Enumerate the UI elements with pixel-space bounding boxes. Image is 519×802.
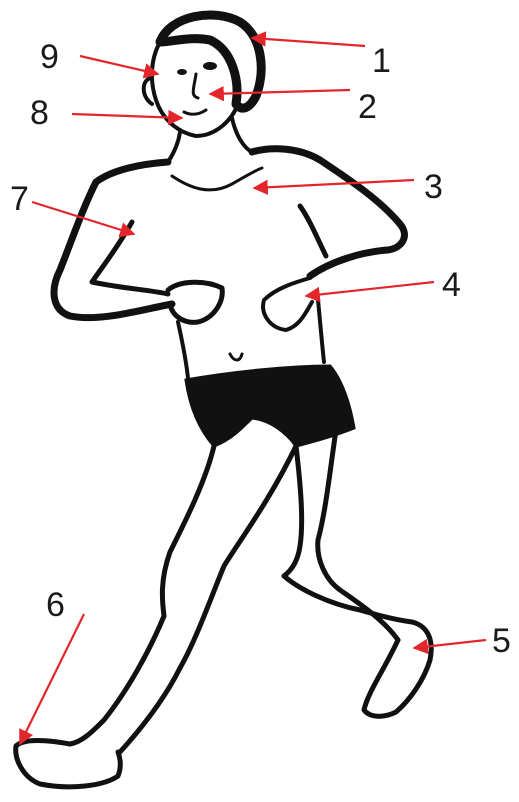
collar (172, 168, 262, 190)
neck (168, 132, 180, 162)
nose (193, 74, 198, 98)
eye-right (203, 62, 217, 70)
label-3: 3 (424, 168, 443, 206)
rear-shin (284, 576, 412, 622)
eye-left (177, 69, 187, 75)
neck-right (232, 118, 252, 152)
label-2: 2 (358, 88, 377, 126)
front-thigh-inner (180, 446, 296, 668)
label-8: 8 (30, 94, 49, 132)
label-9: 9 (40, 38, 59, 76)
navel (230, 354, 242, 360)
arrow-4 (306, 282, 434, 296)
arrow-3 (254, 180, 414, 188)
runner-figure (16, 15, 431, 787)
torso-left (54, 162, 172, 318)
right-hand (263, 278, 312, 330)
arrow-1 (252, 38, 365, 46)
mouth (184, 110, 206, 114)
label-6: 6 (46, 586, 65, 624)
right-forearm (300, 206, 326, 256)
arrow-6 (20, 614, 84, 744)
torso-side-left (178, 322, 188, 378)
number-labels: 1 2 3 4 5 6 7 8 9 (10, 38, 511, 660)
arrow-9 (80, 56, 158, 74)
torso-side-right (318, 300, 324, 362)
arrow-5 (414, 640, 486, 648)
label-7: 7 (10, 180, 29, 218)
label-1: 1 (372, 42, 391, 80)
left-fist (168, 282, 222, 322)
front-shin (70, 616, 164, 744)
front-foot (16, 741, 121, 787)
shorts (186, 366, 354, 446)
label-4: 4 (442, 266, 461, 304)
label-5: 5 (492, 622, 511, 660)
arrow-2 (210, 90, 350, 94)
front-thigh (162, 446, 214, 616)
rear-thigh-outer (318, 430, 340, 590)
